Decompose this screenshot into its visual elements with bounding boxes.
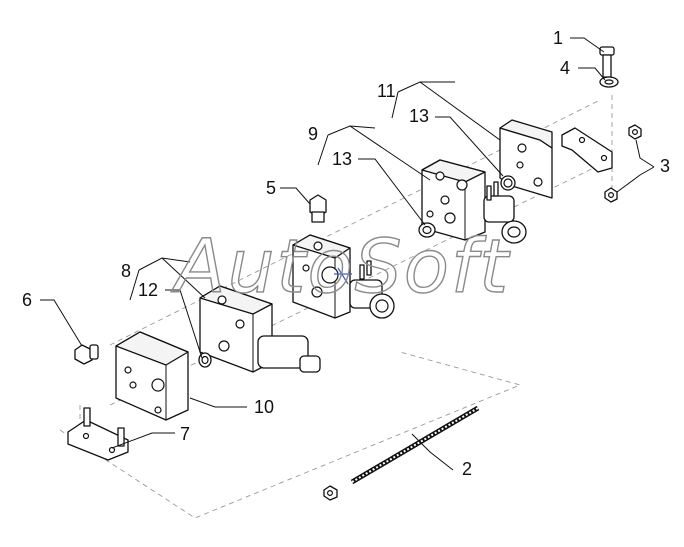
part-8-valve-block xyxy=(199,285,321,373)
part-10-cover-block xyxy=(115,331,189,421)
callout-13-upper: 13 xyxy=(409,106,429,126)
callout-10: 10 xyxy=(254,397,274,417)
callout-6: 6 xyxy=(22,290,32,310)
callout-labels: 1 2 3 4 5 6 7 8 9 10 11 12 13 13 xyxy=(22,28,670,479)
part-13-o-ring-b xyxy=(418,222,436,238)
middle-valve-block xyxy=(292,234,395,319)
part-6-plug xyxy=(74,344,99,365)
part-1-bolt xyxy=(599,46,615,78)
callout-4: 4 xyxy=(560,58,570,78)
part-7-bracket xyxy=(67,407,129,461)
callout-7: 7 xyxy=(180,424,190,444)
callout-2: 2 xyxy=(462,459,472,479)
callout-9: 9 xyxy=(308,124,318,144)
callout-12: 12 xyxy=(138,280,158,300)
leader-lines xyxy=(40,37,655,471)
part-3-bracket-nuts xyxy=(561,124,642,203)
part-13-o-ring-a xyxy=(500,175,516,191)
callout-1: 1 xyxy=(553,28,563,48)
part-9-valve-block xyxy=(421,159,527,244)
callout-8: 8 xyxy=(121,261,131,281)
part-2-tie-rod xyxy=(323,405,480,501)
part-4-washer xyxy=(599,76,619,88)
callout-13-lower: 13 xyxy=(332,149,352,169)
watermark-text: AutoSoft xyxy=(171,224,511,310)
part-5-fitting xyxy=(309,194,327,223)
callout-3: 3 xyxy=(660,156,670,176)
callout-11: 11 xyxy=(377,81,396,101)
callout-5: 5 xyxy=(266,178,276,198)
